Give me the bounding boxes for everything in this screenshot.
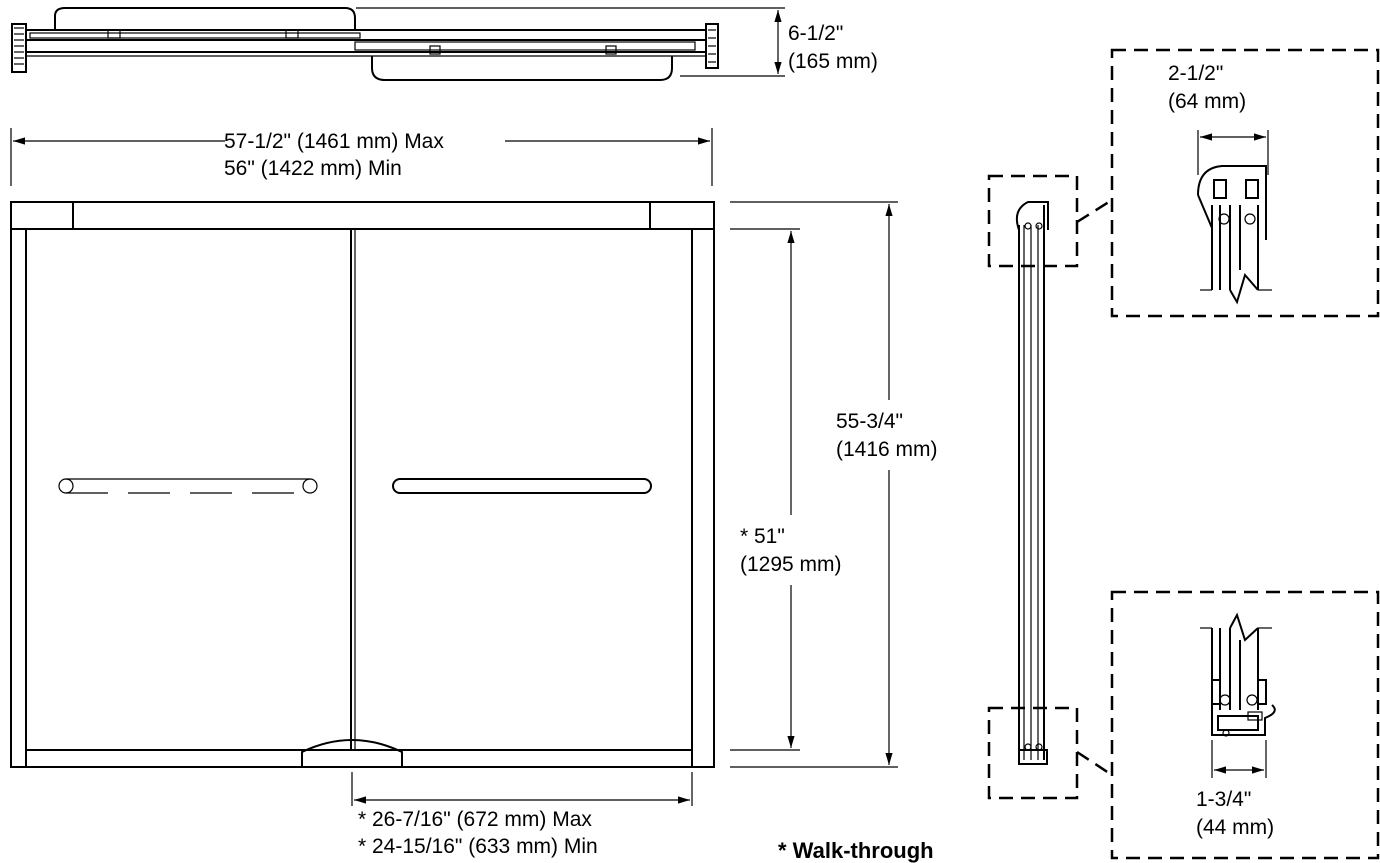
height-dimension-lines <box>730 201 898 768</box>
walkthrough-footnote: * Walk-through <box>778 838 934 863</box>
detail-bottom-inches: 1-3/4" <box>1196 788 1251 811</box>
width-dimension-line <box>10 128 713 186</box>
detail-top-inches: 2-1/2" <box>1168 62 1223 85</box>
detail-top <box>1110 48 1380 318</box>
detail-bottom <box>1110 590 1380 860</box>
side-section-view <box>987 174 1113 800</box>
width-min-label: 56" (1422 mm) Min <box>224 157 402 180</box>
height-total-inches: 55-3/4" <box>836 410 903 433</box>
depth-dimension-mm: (165 mm) <box>788 50 878 73</box>
front-elevation <box>10 201 715 768</box>
depth-dimension-inches: 6-1/2" <box>788 22 843 45</box>
detail-top-mm: (64 mm) <box>1168 90 1246 113</box>
detail-bottom-mm: (44 mm) <box>1196 816 1274 839</box>
opening-dimension-line <box>351 772 693 806</box>
height-walkthrough-mm: (1295 mm) <box>740 553 842 576</box>
opening-min-label: * 24-15/16" (633 mm) Min <box>358 835 598 858</box>
height-total-mm: (1416 mm) <box>836 438 938 461</box>
width-max-label: 57-1/2" (1461 mm) Max <box>224 130 444 153</box>
plan-view <box>11 7 785 81</box>
height-walkthrough-inches: * 51" <box>740 525 785 548</box>
opening-max-label: * 26-7/16" (672 mm) Max <box>358 808 592 831</box>
